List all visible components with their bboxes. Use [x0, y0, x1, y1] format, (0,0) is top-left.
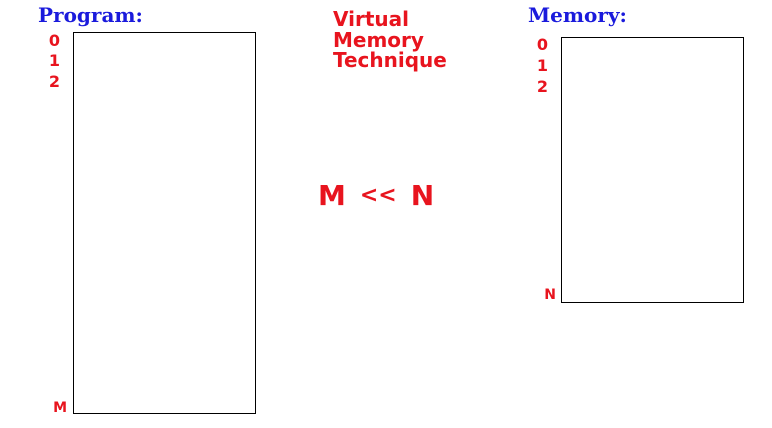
relation-right: N	[410, 179, 435, 212]
physical-memory-space	[561, 37, 744, 303]
technique-title-line-2: Memory	[333, 27, 424, 52]
memory-address-2: 2	[536, 77, 548, 96]
memory-end-address: N	[544, 287, 556, 303]
program-end-address: M	[53, 400, 67, 416]
memory-address-0: 0	[536, 35, 548, 54]
program-address-1: 1	[48, 51, 60, 70]
program-address-0: 0	[48, 31, 60, 50]
size-relation: M << N	[318, 182, 434, 210]
technique-title-line-3: Technique	[333, 48, 447, 72]
technique-title: Virtual Memory Technique	[333, 9, 447, 71]
relation-operator: <<	[359, 183, 397, 208]
program-heading: Program:	[38, 3, 143, 27]
memory-heading: Memory:	[528, 3, 627, 27]
memory-address-1: 1	[536, 56, 548, 75]
relation-left: M	[318, 179, 346, 212]
program-address-2: 2	[48, 72, 60, 91]
technique-title-line-1: Virtual	[333, 7, 409, 31]
program-address-space	[73, 32, 256, 414]
